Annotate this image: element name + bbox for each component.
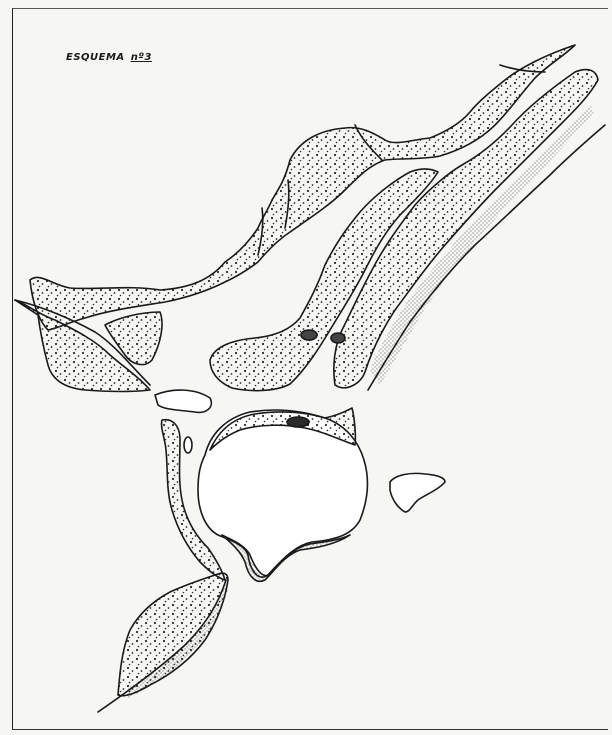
channel-mark: [183, 436, 193, 454]
map-title: ESQUEMA nº3: [66, 52, 152, 63]
lagoon-south-rim: [221, 534, 351, 582]
eastern-islet: [389, 472, 446, 513]
peninsula-mark-b: [330, 332, 346, 344]
map-frame: [12, 8, 608, 730]
southern-spit: [117, 572, 229, 697]
northern-shore-strip: [29, 44, 576, 331]
eastern-long-strip: [333, 68, 599, 389]
central-peninsula: [209, 168, 439, 392]
small-islet: [154, 389, 213, 414]
western-pool: [104, 311, 163, 366]
lagoon-blot: [286, 416, 310, 428]
tributary-line-a: [257, 207, 264, 256]
tributary-line-d: [499, 64, 546, 73]
western-lobe: [14, 299, 151, 393]
channel-line-west: [14, 299, 151, 386]
lagoon-north-rim: [209, 407, 357, 451]
title-number: nº3: [130, 52, 152, 63]
southern-coastline: [97, 579, 227, 713]
eastern-inner-shade: [370, 105, 594, 385]
eastern-coastline: [367, 124, 606, 391]
title-label: ESQUEMA: [66, 52, 125, 63]
peninsula-mark-a: [300, 329, 318, 341]
tributary-line-b: [284, 179, 290, 229]
tributary-line-c: [354, 124, 383, 161]
central-lagoon: [197, 409, 369, 578]
